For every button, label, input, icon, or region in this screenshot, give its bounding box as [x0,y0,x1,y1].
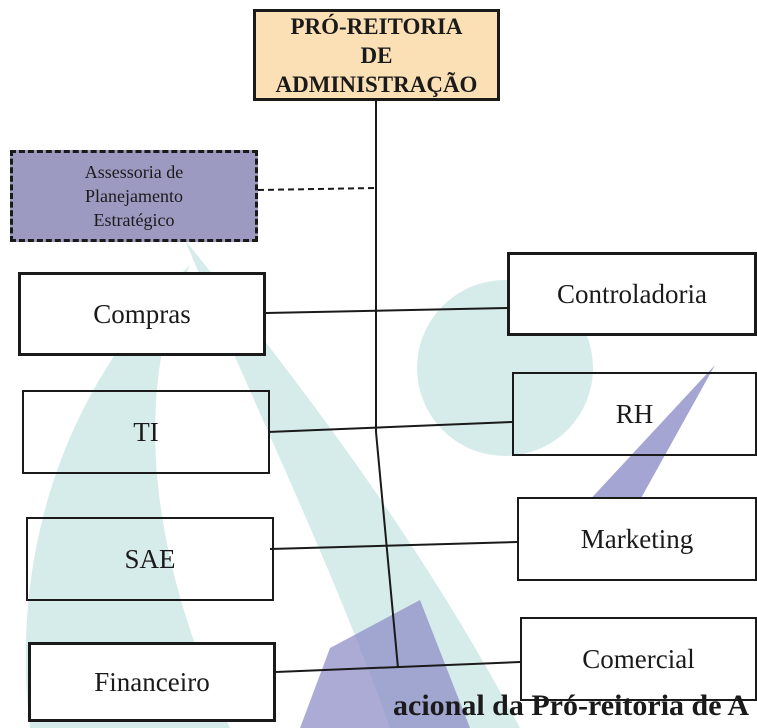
node-sae-label: SAE [124,543,176,574]
node-ti-label: TI [133,416,159,447]
node-rh-label: RH [615,398,654,429]
watermark-arc [25,265,230,728]
node-pro-reitoria: PRÓ-REITORIA DE ADMINISTRAÇÃO [253,9,500,101]
connector-sae-marketing [269,541,518,550]
node-financeiro: Financeiro [28,642,276,722]
trunk-line-lower [375,431,399,669]
node-marketing-label: Marketing [580,523,694,554]
staff-connector [257,187,377,191]
node-pro-reitoria-label: PRÓ-REITORIA DE ADMINISTRAÇÃO [275,13,478,97]
watermark-sweep [185,240,520,728]
connector-financeiro-comercial [275,661,521,673]
node-marketing: Marketing [517,497,757,581]
node-financeiro-label: Financeiro [94,666,210,697]
node-assessoria: Assessoria de Planejamento Estratégico [10,150,258,242]
node-comercial: Comercial [520,617,757,701]
node-compras: Compras [18,272,266,356]
connector-ti-rh [267,421,513,433]
node-controladoria: Controladoria [507,252,757,336]
figure-caption: acional da Pró-reitoria de A [393,689,750,722]
node-comercial-label: Comercial [582,643,695,674]
node-sae: SAE [26,517,274,601]
node-assessoria-label: Assessoria de Planejamento Estratégico [84,162,184,230]
connector-compras-controladoria [265,307,508,314]
node-rh: RH [512,372,757,456]
watermark-triangle-small [300,600,470,728]
node-ti: TI [22,390,270,474]
node-controladoria-label: Controladoria [557,278,707,309]
node-compras-label: Compras [93,298,191,329]
